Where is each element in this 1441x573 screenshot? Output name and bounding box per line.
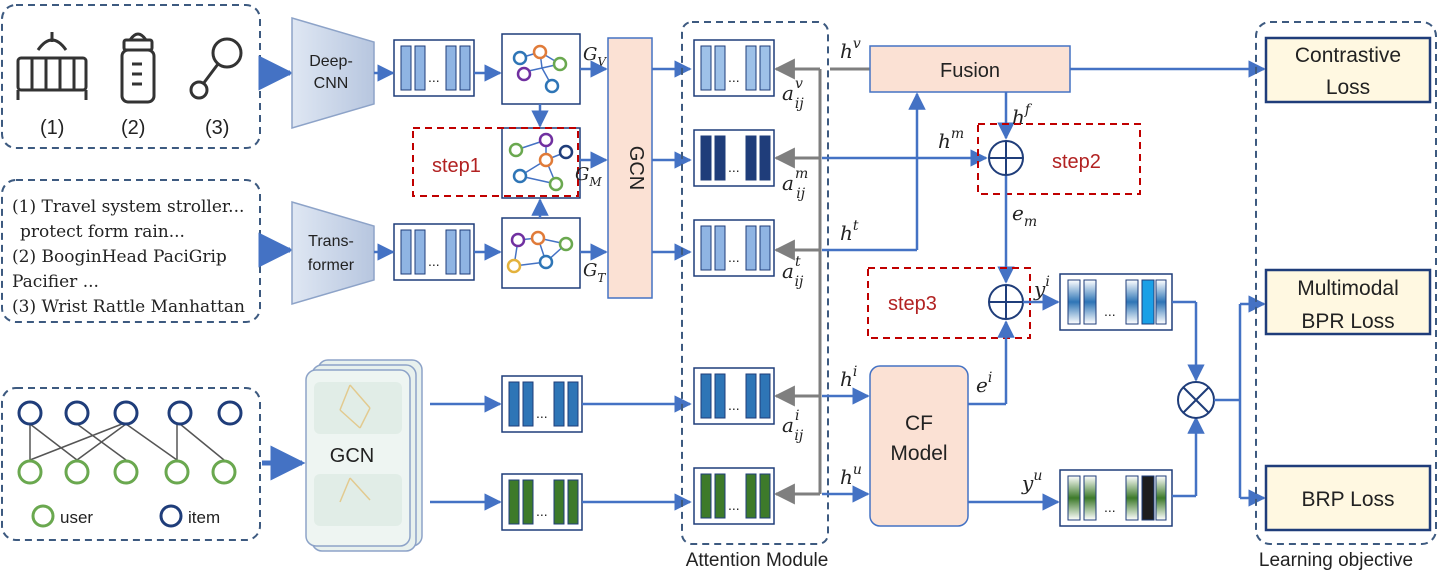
text-line-2: protect form rain... — [20, 222, 185, 242]
cf-model-label-2: Model — [890, 442, 947, 465]
deep-cnn-label-2: CNN — [314, 75, 349, 92]
yu-label: yu — [1021, 468, 1042, 495]
attention-bars-i — [693, 367, 775, 425]
baby-bottle-icon — [120, 32, 156, 104]
text-line-4: Pacifier ... — [12, 272, 99, 292]
legend-item: item — [188, 508, 220, 527]
item-embedding-bars — [501, 375, 583, 433]
attention-bars-v — [693, 39, 775, 97]
brp-loss-box — [1264, 464, 1432, 532]
multimodal-bpr-loss-box — [1264, 268, 1432, 336]
deep-cnn-label-1: Deep- — [309, 53, 353, 70]
contrastive-loss-box — [1264, 36, 1432, 104]
attention-module-title: Attention Module — [686, 550, 829, 571]
ellipsis-10: ... — [1104, 303, 1116, 319]
attention-module-box — [681, 21, 829, 545]
multiply-operator — [1177, 381, 1215, 419]
gcn-block-label: GCN — [625, 146, 647, 190]
ellipsis-8: ... — [728, 397, 740, 413]
crib-icon — [16, 32, 88, 100]
text-input-panel — [1, 179, 261, 323]
image-feature-bars — [393, 39, 475, 97]
transformer-encoder — [291, 200, 375, 306]
image-input-panel — [1, 4, 261, 149]
text-line-3: (2) BooginHead PaciGrip — [12, 247, 227, 267]
gcn-stack — [305, 359, 423, 552]
g-t-label: GT — [583, 260, 606, 285]
ellipsis-11: ... — [1104, 499, 1116, 515]
transformer-label-2: former — [308, 257, 355, 274]
attention-bus — [818, 67, 870, 494]
learning-objective-box — [1255, 21, 1437, 545]
step1-box — [412, 127, 579, 197]
transformer-label-1: Trans- — [308, 233, 354, 250]
rattle-icon — [189, 37, 243, 100]
legend-user: user — [60, 508, 93, 527]
hi-label: hi — [840, 364, 857, 391]
yu-output-bars — [1059, 469, 1173, 527]
ellipsis-6: ... — [728, 159, 740, 175]
plus-operator-2 — [988, 284, 1024, 320]
text-feature-bars — [393, 223, 475, 281]
fusion-label: Fusion — [940, 60, 1000, 82]
graph-v — [501, 33, 581, 105]
image-label-2: (2) — [121, 117, 145, 139]
cf-model-label-1: CF — [905, 412, 933, 435]
ellipsis-3: ... — [536, 405, 548, 421]
attention-bars-t — [693, 219, 775, 277]
multimodal-bpr-loss-label-1: Multimodal — [1297, 277, 1399, 300]
graph-m — [501, 127, 581, 199]
ellipsis-5: ... — [728, 69, 740, 85]
plus-operator-1 — [988, 140, 1024, 176]
brp-loss-label: BRP Loss — [1302, 488, 1395, 511]
bipartite-graph — [17, 400, 243, 528]
graph-gcn-label: GCN — [330, 445, 374, 467]
hu-label: hu — [840, 462, 862, 489]
gcn-block — [607, 37, 653, 299]
ellipsis-1: ... — [428, 69, 440, 85]
graph-t — [501, 217, 581, 289]
ellipsis-9: ... — [728, 497, 740, 513]
user-embedding-bars — [501, 473, 583, 531]
hv-label: hv — [840, 36, 861, 63]
step1-label: step1 — [432, 155, 481, 177]
ei-label: ei — [976, 370, 992, 397]
yi-output-bars — [1059, 273, 1173, 331]
em-label: em — [1012, 201, 1037, 230]
cf-model-box — [869, 365, 969, 527]
contrastive-loss-label-1: Contrastive — [1295, 44, 1401, 67]
ht-label: ht — [840, 218, 859, 245]
text-line-5: (3) Wrist Rattle Manhattan — [12, 297, 245, 317]
g-m-label: GM — [575, 164, 602, 189]
multimodal-bpr-loss-label-2: BPR Loss — [1301, 310, 1394, 333]
image-label-1: (1) — [40, 117, 64, 139]
step3-label: step3 — [888, 293, 937, 315]
hm-label: hm — [938, 126, 964, 153]
ellipsis-4: ... — [536, 503, 548, 519]
text-line-1: (1) Travel system stroller... — [12, 197, 244, 217]
deep-cnn-encoder — [291, 16, 375, 130]
step2-label: step2 — [1052, 151, 1101, 173]
attention-bars-m — [693, 129, 775, 187]
attention-bars-u — [693, 467, 775, 525]
step2-box — [977, 123, 1141, 195]
learning-objective-title: Learning objective — [1259, 550, 1413, 571]
graph-input-panel — [1, 387, 261, 541]
ellipsis-2: ... — [428, 253, 440, 269]
g-v-label: GV — [583, 44, 607, 69]
ellipsis-7: ... — [728, 249, 740, 265]
yi-label: yi — [1033, 274, 1050, 301]
contrastive-loss-label-2: Loss — [1326, 76, 1370, 99]
image-label-3: (3) — [205, 117, 229, 139]
